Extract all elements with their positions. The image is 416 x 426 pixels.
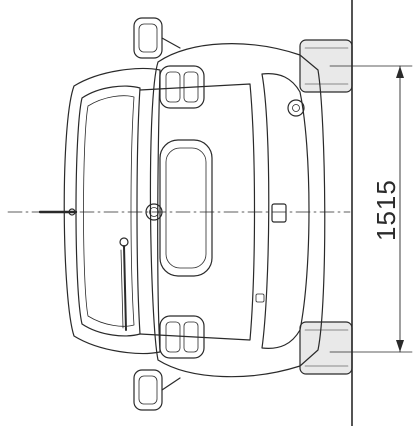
license-plate-recess — [159, 139, 213, 277]
license-light — [271, 203, 287, 223]
bumper-outline — [261, 73, 310, 349]
tailgate-panel — [139, 83, 256, 341]
track-width-value: 1515 — [371, 179, 401, 241]
track-dimension — [329, 65, 413, 353]
rear-wiper — [119, 237, 129, 331]
license-plate-inner — [165, 147, 207, 269]
side-mirror-bottom — [133, 369, 181, 411]
wheel-bottom — [299, 321, 353, 375]
body-outline — [149, 43, 326, 378]
arrow-bottom — [396, 340, 404, 352]
rear-reflector — [255, 293, 265, 303]
arrow-top — [396, 66, 404, 78]
tow-hook — [287, 99, 305, 117]
tail-light-bottom — [159, 315, 205, 359]
roof-outline — [63, 67, 161, 355]
side-mirror-top — [133, 17, 181, 59]
tail-light-top — [159, 65, 205, 109]
rear-window-inner — [83, 95, 135, 327]
